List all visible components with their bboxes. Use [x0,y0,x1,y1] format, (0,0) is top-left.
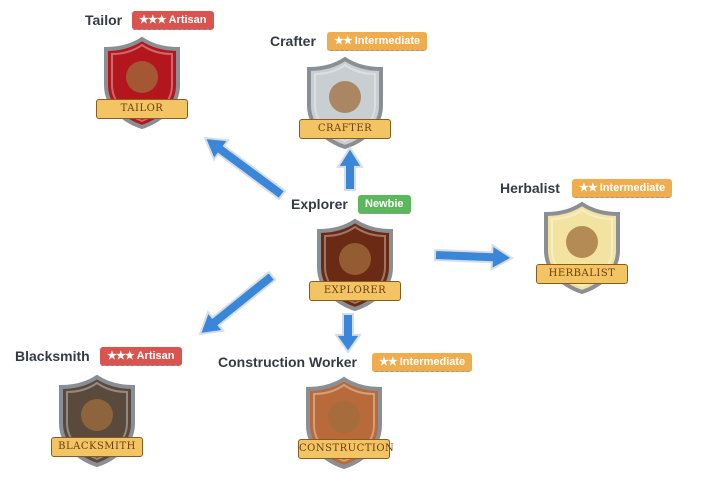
level-label: Newbie [365,198,404,210]
explorer-badge-emblem[interactable]: EXPLORER [309,217,401,313]
level-label: Intermediate [399,356,466,368]
level-label: Artisan [136,350,175,362]
explorer-banner: EXPLORER [309,281,401,301]
tailor-banner: TAILOR [96,99,188,119]
construction-badge-emblem[interactable]: CONSTRUCTION [298,375,394,471]
blacksmith-badge-emblem[interactable]: BLACKSMITH [51,373,143,469]
blacksmith-level-badge: ★★★Artisan [100,347,182,366]
level-label: Artisan [168,14,207,26]
explorer-title: Explorer [291,196,348,212]
explorer-level-badge: Newbie [358,195,411,214]
tailor-badge-emblem[interactable]: TAILOR [96,35,188,131]
explorer-to-herbalist-arrow [433,243,514,271]
crafter-level-badge: ★★Intermediate [327,32,428,51]
crafter-banner: CRAFTER [299,119,391,139]
tailor-level-badge: ★★★Artisan [132,11,214,30]
crafter-badge-emblem[interactable]: CRAFTER [299,55,391,151]
tailor-title: Tailor [85,12,123,28]
blacksmith-banner: BLACKSMITH [51,437,143,457]
explorer-to-construction-arrow [334,313,362,354]
level-label: Intermediate [354,35,421,47]
blacksmith-title: Blacksmith [15,348,90,364]
explorer-to-crafter-arrow [336,146,364,191]
herbalist-level-badge: ★★Intermediate [572,179,673,198]
construction-level-badge: ★★Intermediate [372,353,473,372]
level-label: Intermediate [599,182,666,194]
herbalist-banner: HERBALIST [536,264,628,284]
crafter-title: Crafter [270,33,316,49]
explorer-to-blacksmith-arrow [198,270,277,336]
star-icon: ★★ [379,356,398,368]
construction-banner: CONSTRUCTION [298,439,394,459]
herbalist-title: Herbalist [500,180,560,196]
star-icon: ★★★ [107,350,135,362]
construction-title: Construction Worker [218,354,357,370]
star-icon: ★★ [334,35,353,47]
star-icon: ★★★ [139,14,167,26]
star-icon: ★★ [579,182,598,194]
explorer-to-tailor-arrow [203,136,287,201]
herbalist-badge-emblem[interactable]: HERBALIST [536,200,628,296]
